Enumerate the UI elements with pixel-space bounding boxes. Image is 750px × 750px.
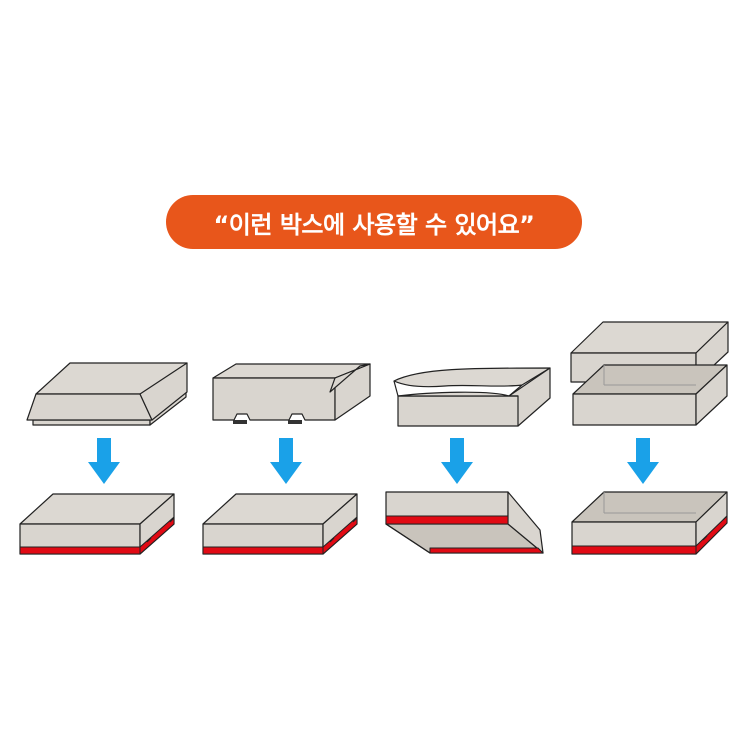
taped-box-icon — [19, 493, 175, 555]
title-banner-text: “이런 박스에 사용할 수 있어요” — [213, 210, 535, 239]
title-banner: “이런 박스에 사용할 수 있어요” — [166, 195, 582, 249]
tuck-end-mailer-box-icon — [212, 363, 371, 424]
down-arrow-icon — [441, 438, 473, 484]
taped-open-box-icon — [571, 491, 728, 555]
taped-box-icon — [202, 493, 358, 555]
taped-open-tray-icon — [385, 491, 544, 554]
down-arrow-icon — [88, 438, 120, 484]
flap-closed-box-icon — [26, 362, 188, 426]
down-arrow-icon — [627, 438, 659, 484]
tray-box-with-curved-lid-icon — [393, 367, 551, 427]
down-arrow-icon — [270, 438, 302, 484]
lid-and-base-box-icon — [570, 321, 729, 426]
